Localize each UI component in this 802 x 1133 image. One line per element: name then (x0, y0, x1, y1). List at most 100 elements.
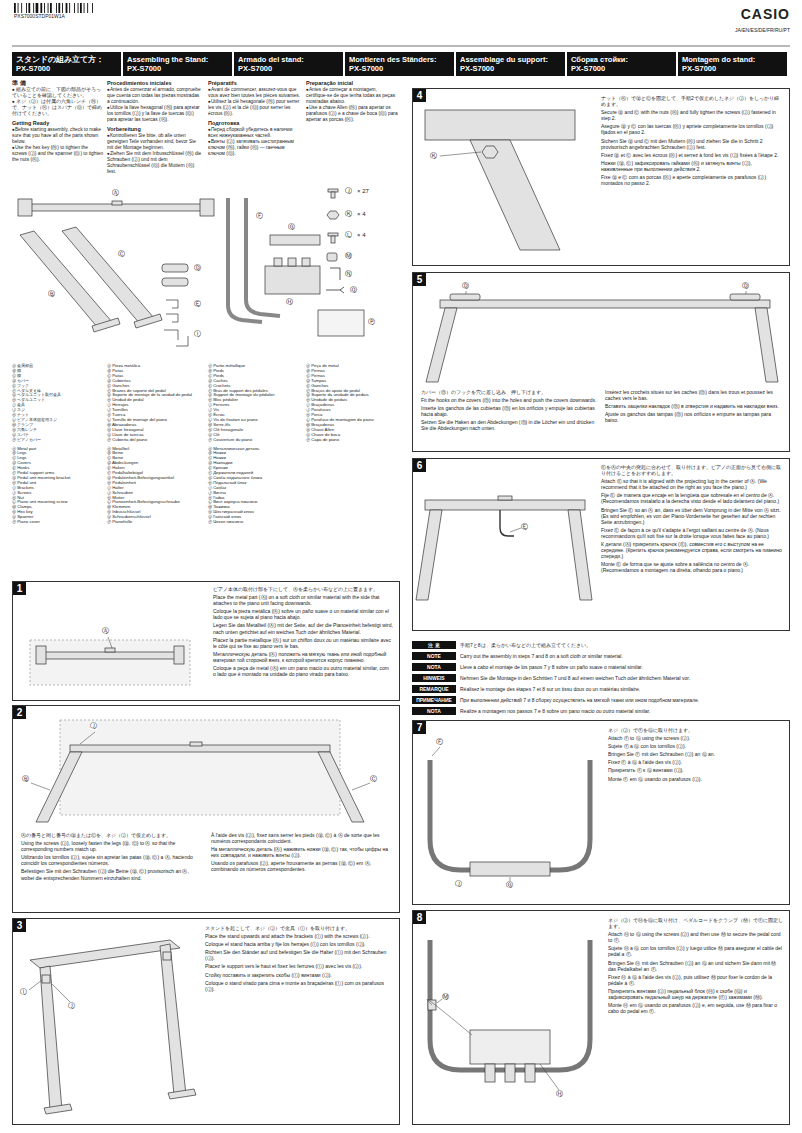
instruction-text: ネジ（Ⓙ）でⒽをⒼに取り付け、ペダルコードをクランプ（Ⓜ）でⒻに固定します。 (608, 917, 783, 929)
instruction-text: Coloque la pieza metálica (Ⓐ) sobre un p… (213, 608, 393, 620)
instruction-text: Ⓐの番号と同じ番号のⒷまたはⒸを、ネジ（Ⓙ）で仮止めします。 (21, 832, 203, 838)
instruction-text: Fixez Ⓗ à Ⓖ à l'aide des vis (Ⓙ), puis u… (608, 974, 783, 986)
section-heading: Procedimientos iniciales (107, 80, 203, 87)
step-number: 6 (413, 459, 426, 472)
instruction-text: Ajuste os ganchos das tampas (Ⓓ) nos ori… (605, 411, 783, 423)
instruction-text: Secure Ⓑ and Ⓒ with the nuts (Ⓚ) and ful… (601, 109, 783, 121)
callout-letter: Ⓙ (455, 880, 462, 888)
instruction-column: ネジ（Ⓙ）でⒻをⒼに取り付けます。 Attach Ⓕ to Ⓖ using the… (608, 727, 783, 784)
bullet-text: ●Before starting assembly, check to make… (12, 127, 104, 145)
part-name: Ⓟ Cubierta del piano (107, 438, 192, 443)
note-row: NOTA Realize a montagem nos passos 7 e 8 … (412, 706, 790, 716)
callout-letter: Ⓜ (442, 993, 449, 1001)
callout-letter: Ⓑ (48, 290, 55, 298)
model-name: PX-S7000 (238, 64, 339, 73)
instruction-text: Coloque a peça de metal (Ⓐ) em um pano m… (213, 665, 393, 677)
part-name: Ⓟ Capa de piano (306, 438, 374, 443)
model-name: PX-S7000 (682, 64, 783, 73)
instruction-text: К детали (Ⓐ) прикрепить крючок (Ⓔ), совм… (601, 541, 785, 559)
instruction-text: スタンドを起こして、ネジ（Ⓙ）で金具（Ⓘ）を取り付けます。 (205, 925, 393, 931)
note-row: 注 意手順7と8は、柔らかい布などの上で組み立ててください。 (412, 640, 790, 650)
title-text: Assemblage du support: (460, 55, 561, 64)
instruction-text: Befestigen Sie mit den Schrauben (Ⓙ) die… (21, 868, 203, 880)
instruction-text: ⒺをⒶの中央の突起に合わせて、取り付けます。ピアノの正面から見て右側に取り付ける… (601, 464, 785, 476)
note-row: NOTA Lleve a cabo el montaje de los pasos… (412, 662, 790, 672)
title-band: Assemblage du support:PX-S7000 (456, 52, 565, 76)
model-name: PX-S7000 (571, 64, 672, 73)
parts-list: Ⓐ Partie métalliqueⒷ PiedsⒸ PiedsⒹ Cache… (208, 364, 275, 525)
title-text: Сборка стойки: (571, 55, 672, 64)
instruction-column: スタンドを起こして、ネジ（Ⓙ）で金具（Ⓘ）を取り付けます。Place the s… (205, 925, 393, 994)
document-code: PXS7000STDP01W1A (14, 14, 65, 20)
title-band: Armado del stand:PX-S7000 (234, 52, 343, 76)
instruction-text: Monte Ⓕ em Ⓖ usando os parafusos (Ⓙ). (608, 776, 783, 782)
callout-letter: Ⓑ (22, 775, 29, 783)
instruction-text: Стойку поставить и закрепить скобы (Ⓘ) в… (205, 972, 393, 978)
part-name: Ⓟ Pianohülle (107, 520, 192, 525)
step-panel: 1ピアノ本体の取付け部を下にして、Ⓐを柔らかい布などの上に置きます。Place … (12, 581, 400, 701)
instruction-text: Sichern Sie Ⓑ und Ⓒ mit den Muttern (Ⓚ) … (601, 138, 783, 150)
callout-letter: Ⓙ (345, 187, 352, 195)
instruction-text: Fije Ⓔ de manera que encaje en la lengüe… (601, 492, 785, 504)
title-band: スタンドの組み立て方：PX-S7000 (12, 52, 121, 76)
callout-letter: Ⓕ (436, 738, 443, 746)
callout-letter: Ⓘ (20, 988, 27, 996)
instruction-text: ネジ（Ⓙ）でⒻをⒼに取り付けます。 (608, 727, 783, 733)
instruction-text: Legen Sie das Metallteil (Ⓐ) mit der Sei… (213, 622, 393, 634)
parts-list: Ⓐ Pieza metálicaⒷ PatasⒸ PatasⒹ Cubierta… (107, 364, 192, 525)
quantity: × 4 (357, 211, 366, 218)
note-tag: 注 意 (412, 641, 456, 649)
callout-letter: Ⓜ (345, 252, 352, 260)
part-name: Ⓟ Couverture du piano (208, 438, 275, 443)
brand-logo: CASIO (718, 6, 790, 22)
title-band: Montagem do stand:PX-S7000 (678, 52, 787, 76)
bullet-text: ●Ziehen Sie mit dem Inbusschlüssel (Ⓝ) d… (107, 151, 203, 175)
part-name: Ⓟ Чехол пианино (208, 520, 275, 525)
callout-letter: Ⓝ (345, 270, 352, 278)
note-tag: NOTA (412, 707, 456, 715)
bullet-text: ●Utilisez la clé hexagonale (Ⓝ) pour ser… (208, 99, 302, 117)
section-heading: 準 備 (12, 80, 104, 87)
instruction-text: Coloque el stand hacia arriba y fije los… (205, 941, 393, 947)
step-panel: 8ネジ（Ⓙ）でⒽをⒼに取り付け、ペダルコードをクランプ（Ⓜ）でⒻに固定します。A… (412, 910, 790, 1125)
note-text: Lleve a cabo el montaje de los pasos 7 y… (460, 663, 643, 671)
preparation-column: Preparação inicial●Antes de começar a mo… (306, 80, 398, 123)
note-text: При выполнении действий 7 и 8 сборку осу… (460, 696, 699, 704)
title-text: スタンドの組み立て方： (16, 55, 117, 64)
instruction-column: À l'aide des vis (Ⓙ), fixez sans serrer … (211, 832, 393, 875)
bullet-text: ●Avant de commencer, assurez-vous que vo… (208, 87, 302, 99)
instruction-text: Fit the hooks on the covers (Ⓓ) into the… (421, 397, 599, 403)
preparation-column: 準 備● 組み立ての前に、下図の部品がそろっていることを確認してください。● ネ… (12, 80, 104, 163)
callout-letter: Ⓛ (345, 231, 352, 239)
instruction-text: Fixe Ⓑ e Ⓒ com as porcas (Ⓚ) e aperte co… (601, 174, 783, 186)
model-name: PX-S7000 (349, 64, 450, 73)
model-name: PX-S7000 (127, 64, 228, 73)
note-tag: NOTA (412, 663, 456, 671)
step-number: 3 (13, 919, 26, 932)
step-number: 2 (13, 706, 26, 719)
instruction-text: На металлическую деталь (Ⓐ) наживить нож… (211, 846, 393, 858)
step-number: 5 (413, 273, 426, 286)
callout-letter: Ⓓ (742, 282, 749, 290)
callout-letter: Ⓗ (286, 298, 293, 306)
part-name: Ⓟ ピアノカバー (12, 438, 70, 443)
title-text: Armado del stand: (238, 55, 339, 64)
title-text: Montieren des Ständers: (349, 55, 450, 64)
title-text: Assembling the Stand: (127, 55, 228, 64)
instruction-text: Placez le support vers le haut et fixez … (205, 963, 393, 969)
note-tag: HINWEIS (412, 674, 456, 682)
bullet-text: ●Use the hex key (Ⓝ) to tighten the scre… (12, 145, 104, 163)
bullet-text: ●Antes de começar a montagem, certifique… (306, 87, 398, 105)
callout-letter: Ⓔ (194, 300, 201, 308)
instruction-text: Asegure Ⓑ y Ⓒ con las tuercas (Ⓚ) y apri… (601, 123, 783, 135)
instruction-column: ピアノ本体の取付け部を下にして、Ⓐを柔らかい布などの上に置きます。Place t… (213, 586, 393, 679)
instruction-text: Setzen Sie die Haken an den Abdeckungen … (421, 419, 599, 431)
model-name: PX-S7000 (16, 64, 117, 73)
note-text: Realize a montagem nos passos 7 e 8 sobr… (460, 707, 650, 715)
callout-letter: Ⓓ (194, 264, 201, 272)
instruction-text: Attach Ⓕ to Ⓖ using the screws (Ⓙ). (608, 735, 783, 741)
instruction-text: Inserte los ganchos de las cubiertas (Ⓓ)… (421, 405, 599, 417)
instruction-text: Ножки (Ⓑ, Ⓒ) зафиксировать гайками (Ⓚ) и… (601, 160, 783, 172)
note-text: Nehmen Sie die Montage in den Schritten … (460, 674, 690, 682)
